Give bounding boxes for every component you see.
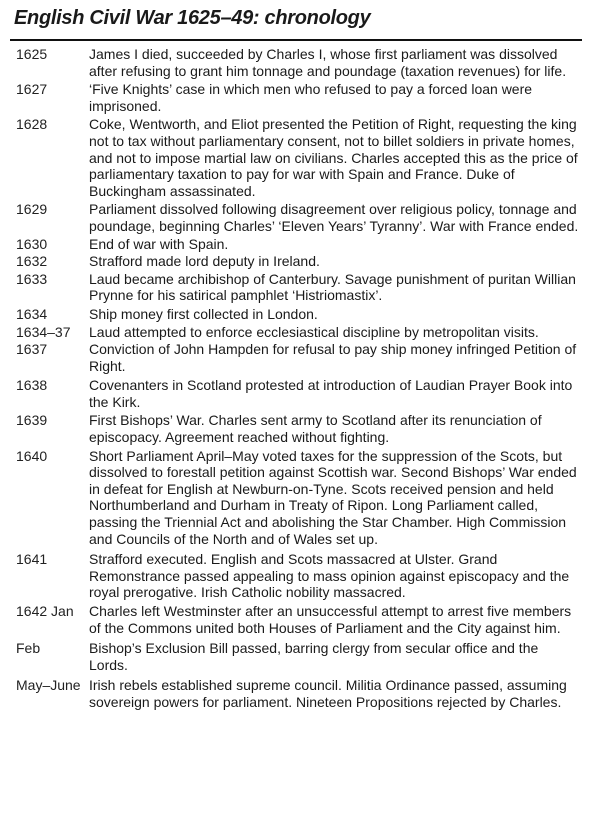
entry-text: Laud became archibishop of Canterbury. S… (89, 270, 576, 304)
entry-text: End of war with Spain. (89, 235, 229, 252)
entry-text: Ship money first collected in London. (89, 305, 318, 322)
entry-date: 1634–37 (16, 323, 71, 340)
chronology-entry: 1641 Strafford executed. English and Scot… (0, 551, 591, 601)
chronology-list: 1625 James I died, succeeded by Charles I… (0, 46, 591, 711)
entry-date: 1638 (16, 377, 48, 394)
chronology-entry: 1625 James I died, succeeded by Charles I… (0, 46, 591, 79)
chronology-entry: 1633 Laud became archibishop of Canterbur… (0, 271, 591, 304)
entry-date: 1630 (16, 235, 48, 252)
chronology-entry: 1629 Parliament dissolved following disag… (0, 201, 591, 234)
entry-text: Laud attempted to enforce ecclesiastical… (89, 323, 539, 340)
entry-text: Irish rebels established supreme council… (89, 677, 567, 710)
title-divider (10, 39, 582, 41)
entry-date: 1634 (16, 305, 48, 322)
chronology-entry: 1642 Jan Charles left Westminster after a… (0, 603, 591, 636)
chronology-entry: 1627 ‘Five Knights’ case in which men who… (0, 81, 591, 114)
entry-text: Charles left Westminster after an unsucc… (89, 603, 572, 636)
chronology-entry: 1628 Coke, Wentworth, and Eliot presented… (0, 116, 591, 199)
entry-date: 1625 (16, 46, 48, 62)
chronology-entry: 1634 Ship money first collected in London… (0, 306, 591, 323)
entry-text: James I died, succeeded by Charles I, wh… (89, 46, 567, 79)
chronology-entry: 1630 End of war with Spain. (0, 236, 591, 253)
page-title: English Civil War 1625–49: chronology (14, 7, 371, 29)
entry-date: 1642 Jan (16, 603, 74, 619)
entry-date: 1637 (16, 341, 48, 358)
chronology-entry: 1638 Covenanters in Scotland protested at… (0, 377, 591, 410)
entry-text: Parliament dissolved following disagreem… (89, 201, 579, 234)
entry-text: Strafford executed. English and Scots ma… (89, 551, 570, 601)
chronology-entry: 1639 First Bishops’ War. Charles sent arm… (0, 412, 591, 445)
entry-date: May–June (16, 677, 81, 694)
chronology-entry: May–June Irish rebels established supreme… (0, 677, 591, 710)
chronology-entry: 1634–37 Laud attempted to enforce ecclesi… (0, 324, 591, 341)
entry-date: 1639 (16, 412, 48, 429)
entry-date: 1640 (16, 447, 48, 464)
chronology-entry: 1632 Strafford made lord deputy in Irelan… (0, 253, 591, 270)
entry-text: Covenanters in Scotland protested at int… (89, 377, 573, 410)
entry-text: ‘Five Knights’ case in which men who ref… (89, 81, 533, 114)
entry-text: First Bishops’ War. Charles sent army to… (89, 412, 542, 446)
entry-text: Coke, Wentworth, and Eliot presented the… (89, 116, 578, 199)
entry-date: Feb (16, 640, 41, 657)
entry-text: Short Parliament April–May voted taxes f… (89, 447, 577, 547)
chronology-entry: Feb Bishop’s Exclusion Bill passed, barri… (0, 640, 591, 673)
entry-date: 1628 (16, 116, 48, 133)
entry-date: 1641 (16, 551, 48, 568)
entry-text: Conviction of John Hampden for refusal t… (89, 341, 577, 374)
entry-text: Strafford made lord deputy in Ireland. (89, 253, 320, 270)
entry-date: 1629 (16, 201, 48, 218)
chronology-entry: 1637 Conviction of John Hampden for refus… (0, 341, 591, 374)
entry-date: 1633 (16, 270, 48, 287)
entry-date: 1627 (16, 81, 48, 98)
chronology-entry: 1640 Short Parliament April–May voted tax… (0, 448, 591, 548)
entry-date: 1632 (16, 253, 48, 270)
entry-text: Bishop’s Exclusion Bill passed, barring … (89, 640, 539, 673)
